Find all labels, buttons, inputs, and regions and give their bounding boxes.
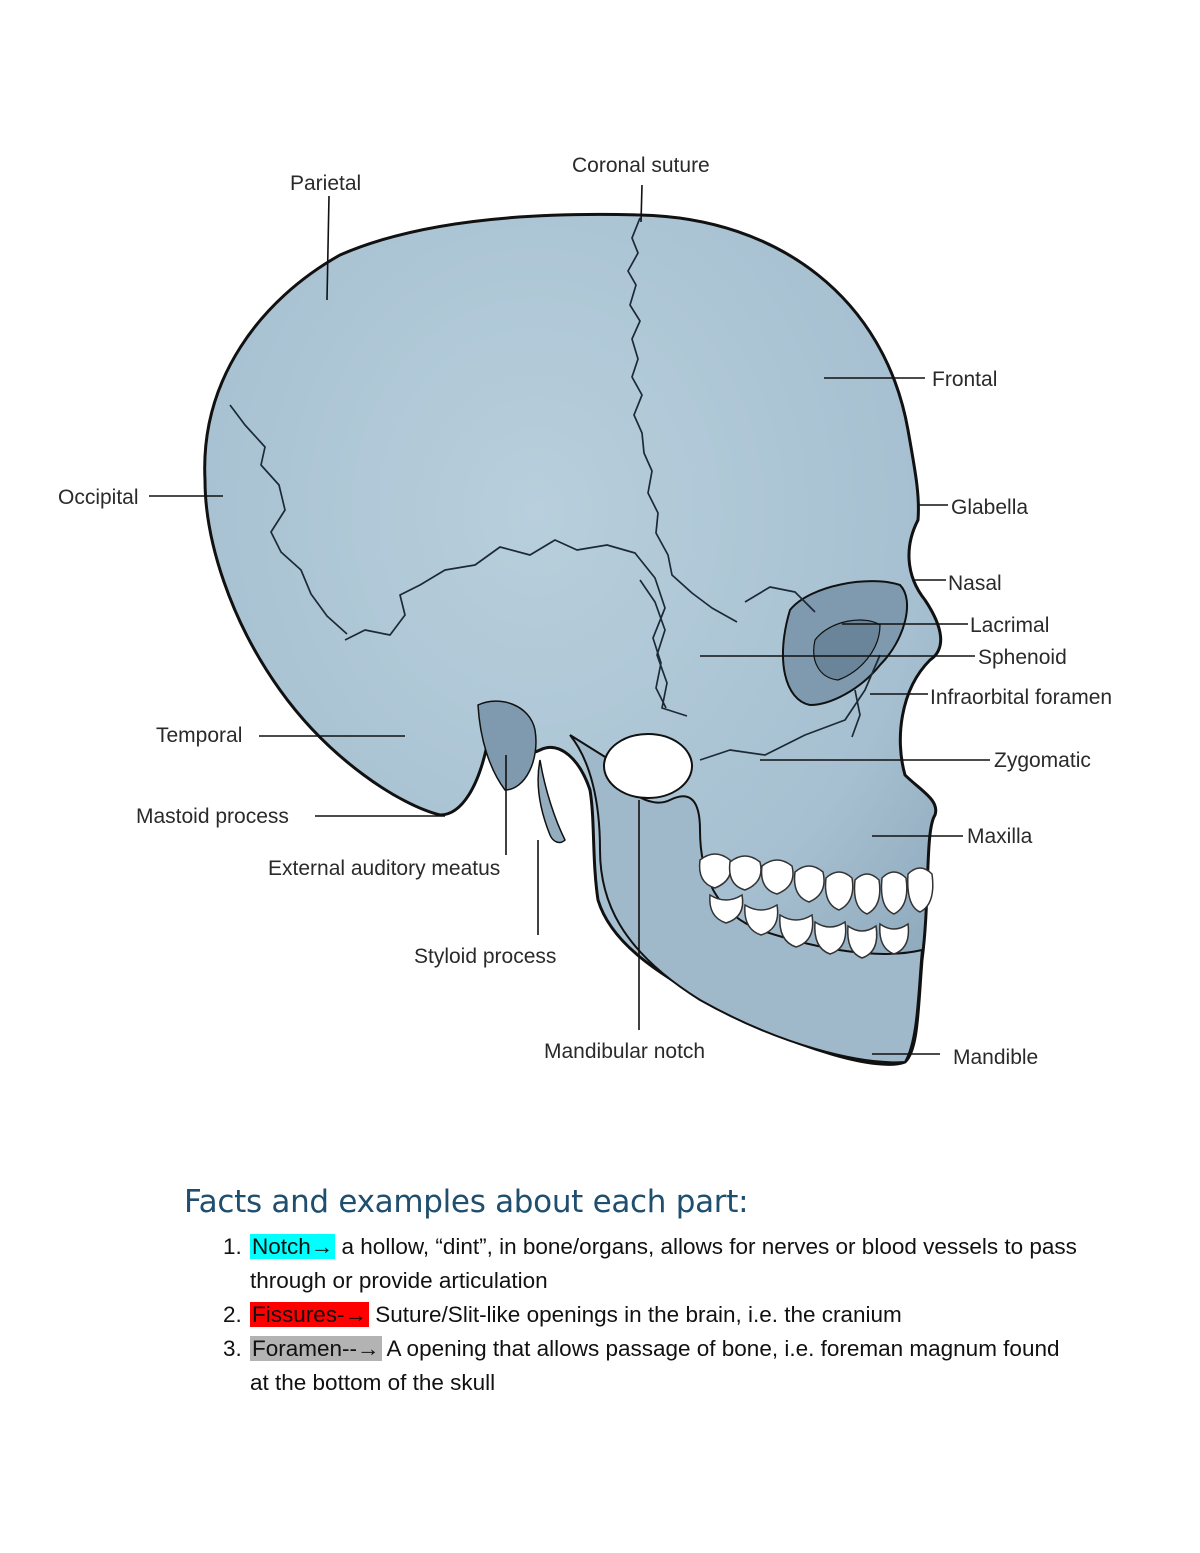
label-temporal: Temporal: [156, 724, 242, 747]
skull-lateral-view-diagram: Parietal Coronal suture Frontal Occipita…: [58, 154, 1112, 1069]
definition-fissures: Suture/Slit-like openings in the brain, …: [369, 1302, 902, 1327]
mandibular-notch-opening: [603, 733, 693, 799]
leader-lines: [149, 184, 990, 1055]
skull-shape: [203, 212, 943, 1066]
label-coronal-suture: Coronal suture: [572, 154, 710, 177]
label-zygomatic: Zygomatic: [994, 749, 1091, 772]
term-foramen: Foramen--→: [250, 1336, 382, 1361]
label-infraorbital-foramen: Infraorbital foramen: [930, 686, 1112, 709]
label-mastoid-process: Mastoid process: [136, 805, 289, 828]
label-glabella: Glabella: [951, 496, 1028, 519]
facts-list: Notch→ a hollow, “dint”, in bone/organs,…: [184, 1230, 1084, 1400]
coronal-suture-line: [627, 217, 738, 623]
teeth: [698, 853, 934, 959]
term-notch: Notch→: [250, 1234, 336, 1259]
label-maxilla: Maxilla: [967, 825, 1033, 848]
label-mandibular-notch: Mandibular notch: [544, 1040, 705, 1063]
facts-heading: Facts and examples about each part:: [184, 1184, 749, 1220]
label-lacrimal: Lacrimal: [970, 614, 1049, 637]
label-styloid-process: Styloid process: [414, 945, 556, 968]
lambdoid-suture-line: [229, 404, 348, 635]
mandible-shape: [569, 734, 924, 1064]
styloid-shape: [537, 759, 566, 844]
label-frontal: Frontal: [932, 368, 997, 391]
definition-foramen: A opening that allows passage of bone, i…: [250, 1336, 1060, 1395]
term-fissures: Fissures-→: [250, 1302, 370, 1327]
label-nasal: Nasal: [948, 572, 1002, 595]
list-item: Foramen--→ A opening that allows passage…: [248, 1332, 1084, 1400]
mastoid-shape: [477, 700, 537, 791]
definition-notch: a hollow, “dint”, in bone/organs, allows…: [250, 1234, 1077, 1293]
label-sphenoid: Sphenoid: [978, 646, 1067, 669]
label-mandible: Mandible: [953, 1046, 1038, 1069]
label-external-auditory-meatus: External auditory meatus: [268, 857, 500, 880]
squamous-suture-line: [344, 539, 667, 709]
list-item: Fissures-→ Suture/Slit-like openings in …: [248, 1298, 1084, 1332]
label-occipital: Occipital: [58, 486, 139, 509]
list-item: Notch→ a hollow, “dint”, in bone/organs,…: [248, 1230, 1084, 1298]
label-parietal: Parietal: [290, 172, 361, 195]
facts-section: Facts and examples about each part: Notc…: [184, 1184, 1084, 1400]
